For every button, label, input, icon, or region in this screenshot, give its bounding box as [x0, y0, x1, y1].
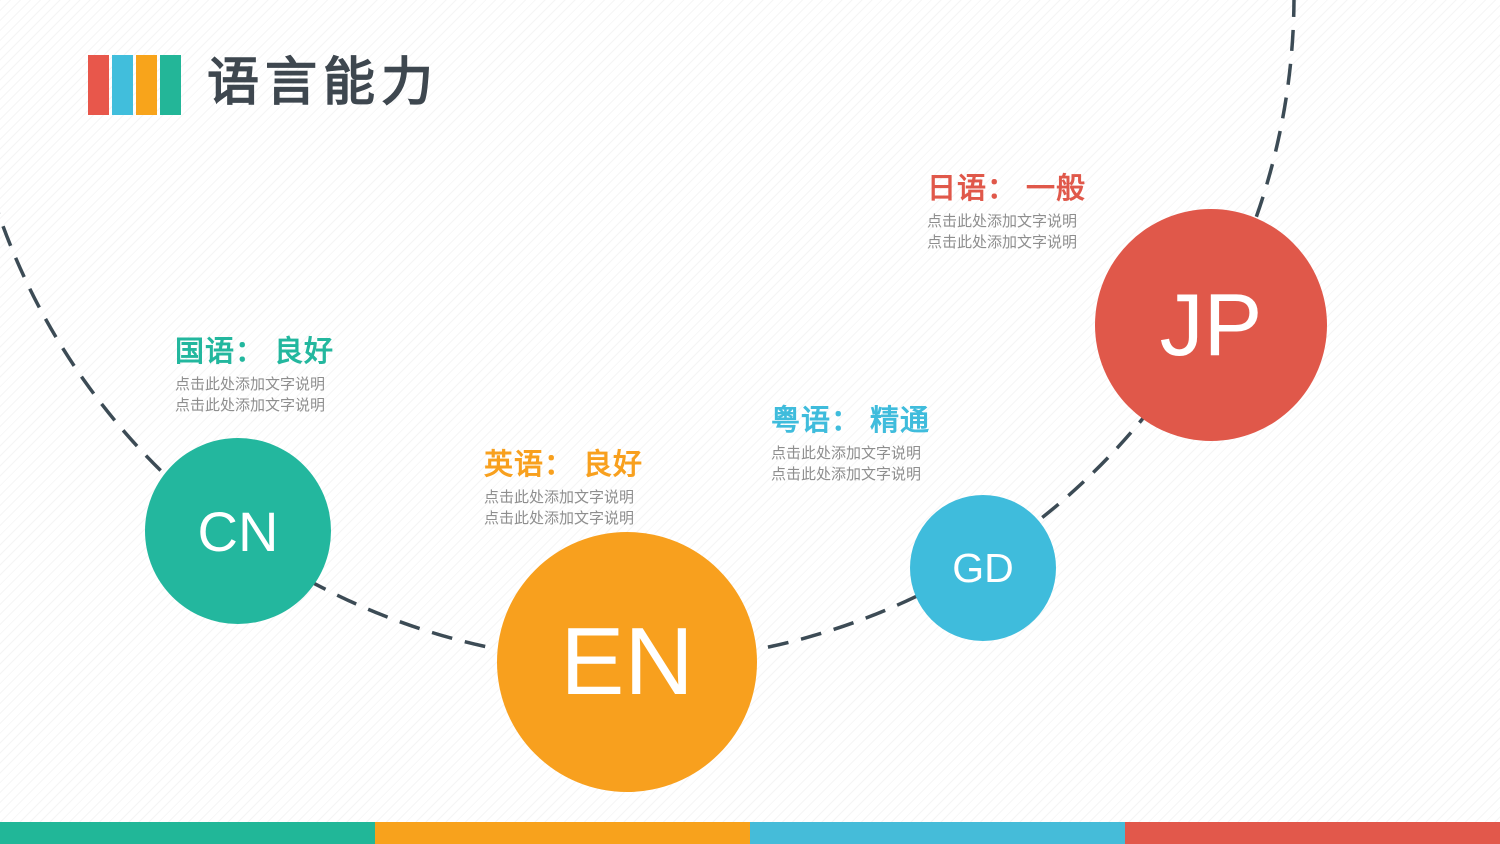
cn-label-block: 国语： 良好 点击此处添加文字说明 点击此处添加文字说明 — [175, 335, 334, 416]
accent-bar-blue — [112, 55, 133, 115]
cn-desc-line-1: 点击此处添加文字说明 — [175, 375, 326, 393]
en-desc-line-2: 点击此处添加文字说明 — [484, 509, 635, 527]
footer-bar-red — [1125, 822, 1500, 844]
cn-bubble-code: CN — [197, 499, 279, 563]
footer-bar-orange — [375, 822, 750, 844]
gd-label-heading: 粤语： 精通 — [771, 405, 931, 437]
footer-bar-teal — [0, 822, 375, 844]
jp-label-desc: 点击此处添加文字说明 点击此处添加文字说明 — [927, 211, 1086, 253]
jp-bubble: JP — [1095, 209, 1327, 441]
gd-label-block: 粤语： 精通 点击此处添加文字说明 点击此处添加文字说明 — [771, 404, 930, 485]
footer-color-strip — [0, 822, 1500, 844]
en-label-block: 英语： 良好 点击此处添加文字说明 点击此处添加文字说明 — [484, 448, 643, 529]
jp-label-block: 日语： 一般 点击此处添加文字说明 点击此处添加文字说明 — [927, 172, 1086, 253]
cn-desc-line-2: 点击此处添加文字说明 — [175, 396, 326, 414]
jp-bubble-code: JP — [1159, 275, 1263, 374]
jp-desc-line-1: 点击此处添加文字说明 — [927, 212, 1078, 230]
en-label-heading: 英语： 良好 — [484, 449, 644, 481]
cn-label-heading: 国语： 良好 — [175, 336, 335, 368]
jp-desc-line-2: 点击此处添加文字说明 — [927, 233, 1078, 251]
gd-bubble-code: GD — [952, 544, 1014, 591]
en-label-desc: 点击此处添加文字说明 点击此处添加文字说明 — [484, 487, 643, 529]
gd-desc-line-2: 点击此处添加文字说明 — [771, 465, 922, 483]
en-bubble-code: EN — [560, 608, 694, 715]
accent-bar-orange — [136, 55, 157, 115]
cn-bubble: CN — [145, 438, 331, 624]
cn-label-desc: 点击此处添加文字说明 点击此处添加文字说明 — [175, 374, 334, 416]
gd-bubble: GD — [910, 495, 1056, 641]
footer-bar-blue — [750, 822, 1125, 844]
accent-bar-teal — [160, 55, 181, 115]
en-desc-line-1: 点击此处添加文字说明 — [484, 488, 635, 506]
en-bubble: EN — [497, 532, 757, 792]
accent-bar-red — [88, 55, 109, 115]
header-accent-bars — [88, 55, 181, 115]
page-title: 语言能力 — [207, 54, 440, 112]
gd-label-desc: 点击此处添加文字说明 点击此处添加文字说明 — [771, 443, 930, 485]
jp-label-heading: 日语： 一般 — [927, 173, 1087, 205]
gd-desc-line-1: 点击此处添加文字说明 — [771, 444, 922, 462]
